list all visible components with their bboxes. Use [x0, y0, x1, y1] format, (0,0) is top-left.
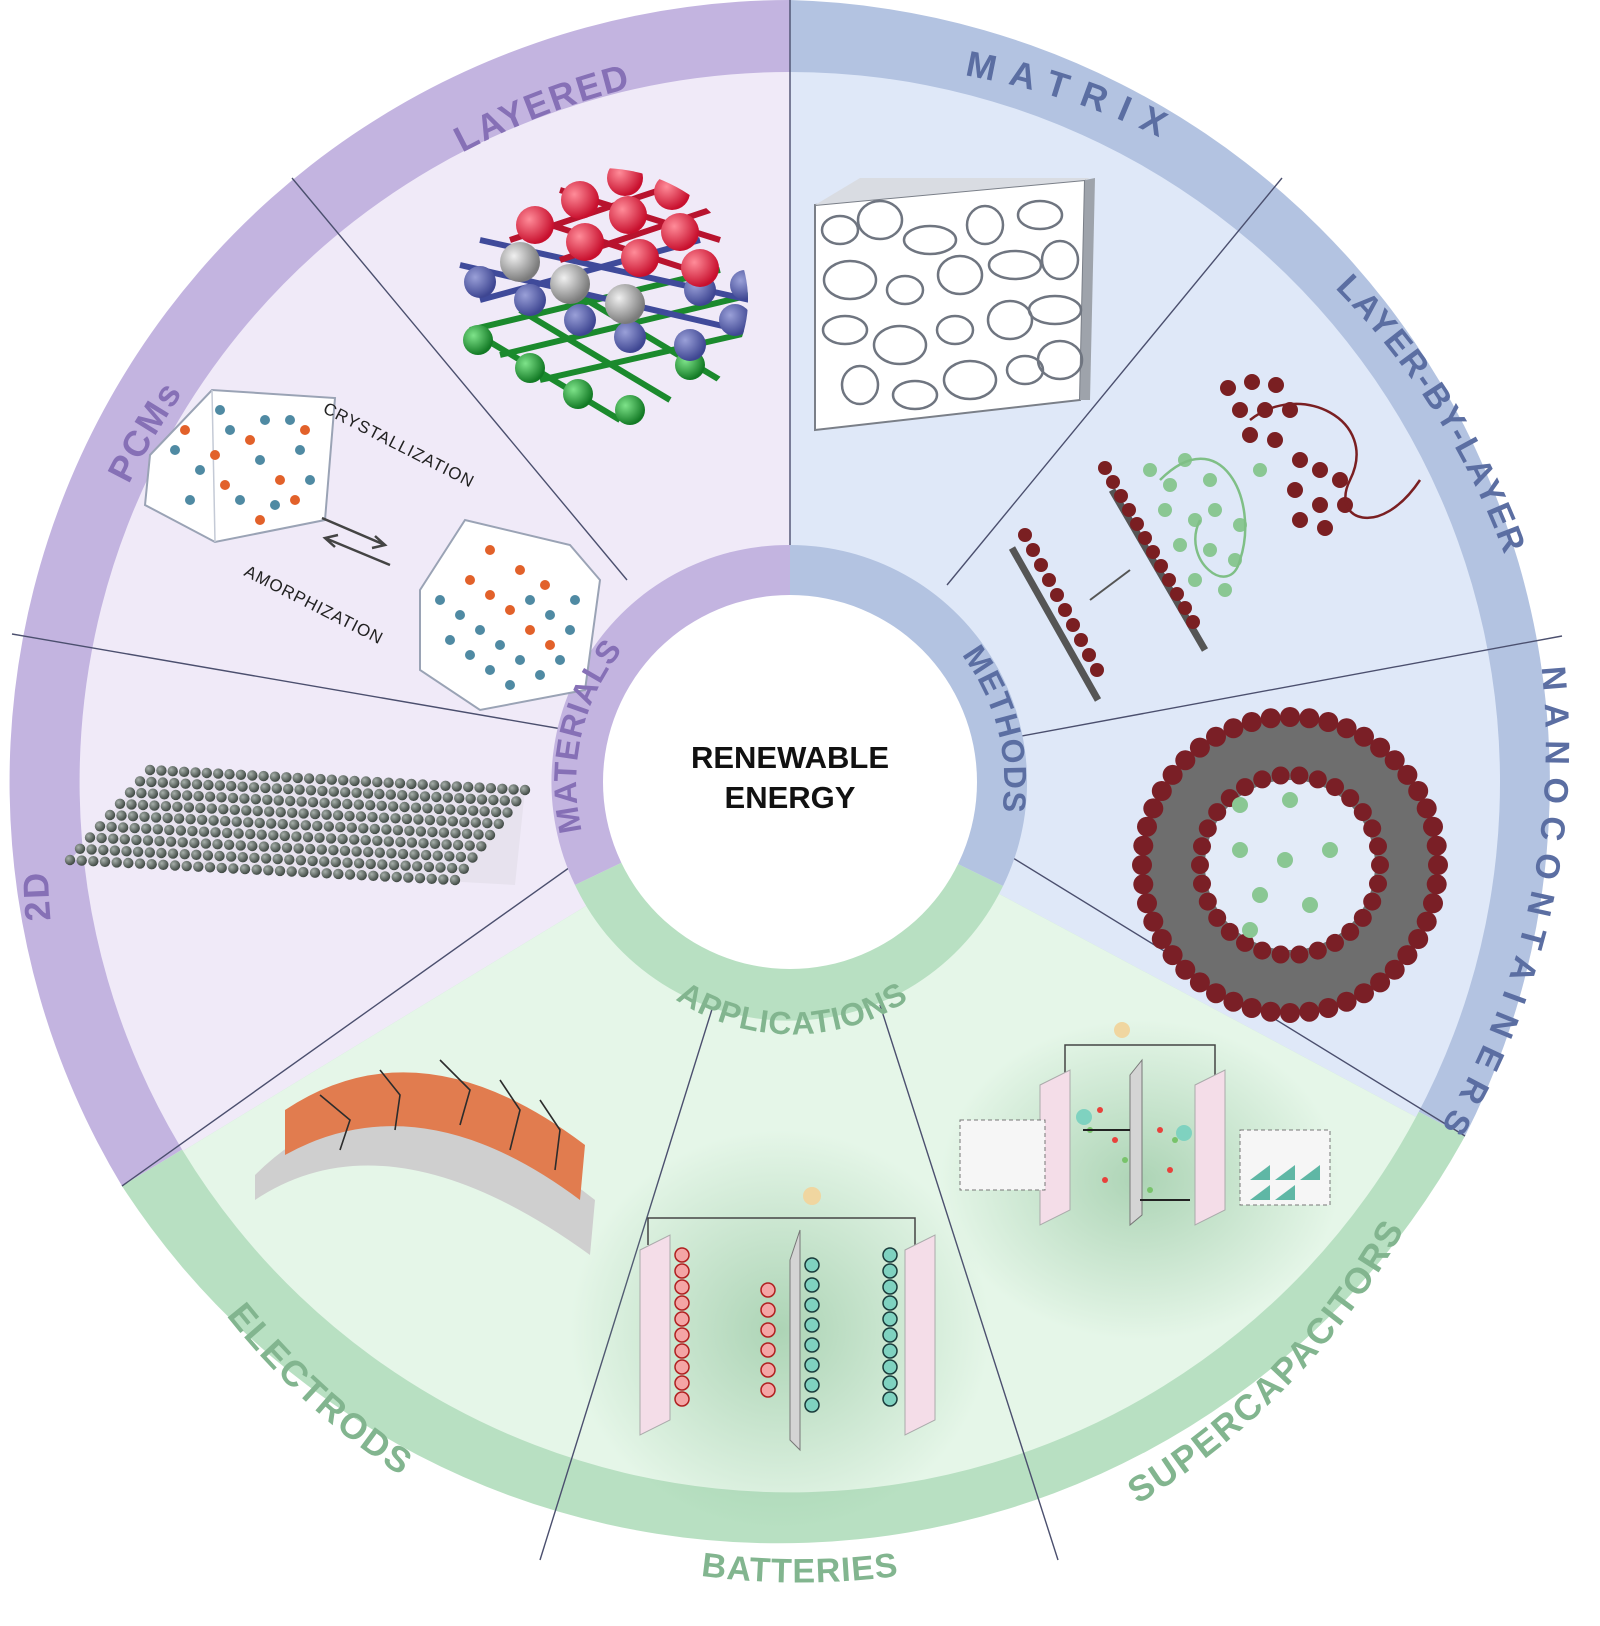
nanocontainer-illustration [1132, 707, 1448, 1023]
sector-dividers [11, 0, 1563, 1561]
two-d-sheet-illustration [64, 764, 531, 886]
layered-structure-illustration [452, 168, 748, 432]
center-title-line1: RENEWABLE [691, 740, 889, 775]
layer-by-layer-illustration [1008, 374, 1422, 702]
segment-label-2d: 2D [15, 870, 59, 923]
battery-illustration [639, 1187, 936, 1452]
segment-label-batteries: BATTERIES [700, 1546, 901, 1590]
matrix-porous-cube-illustration [814, 178, 1095, 432]
center-circle [603, 595, 977, 969]
center-title-line2: ENERGY [725, 780, 856, 815]
electrode-illustration [255, 1059, 595, 1255]
batteries-shadow [570, 1130, 990, 1530]
category-ring [551, 544, 1028, 1021]
supercapacitor-illustration [959, 1022, 1331, 1227]
phase-change-arrows [321, 516, 391, 567]
pcm-crystalline-cube-illustration [419, 518, 602, 712]
